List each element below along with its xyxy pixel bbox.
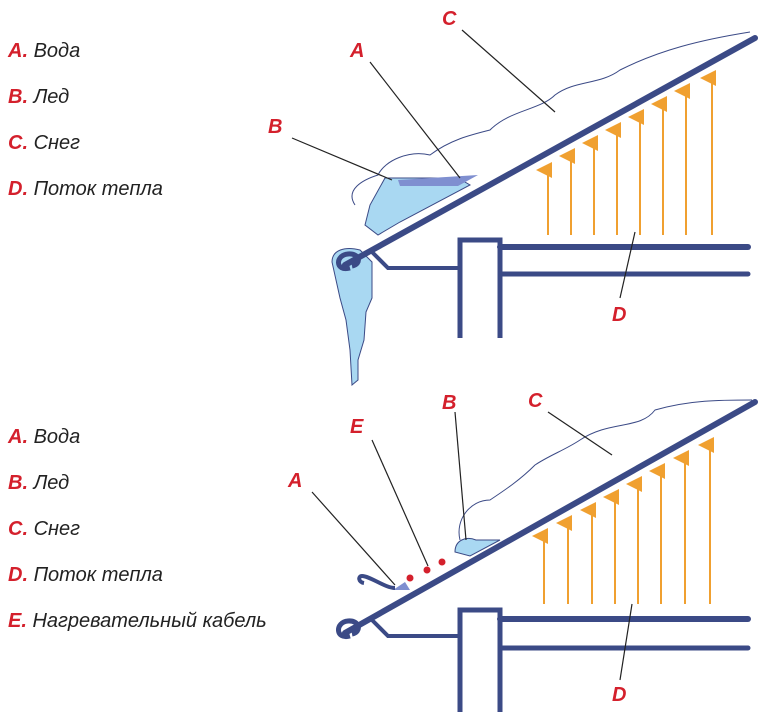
wall bbox=[457, 607, 503, 712]
legend-item-heating-cable: E. Нагревательный кабель bbox=[8, 610, 267, 632]
top-roof-diagram bbox=[291, 29, 758, 387]
water-layer bbox=[398, 175, 478, 186]
gutter bbox=[336, 618, 361, 640]
callout-snow: C bbox=[528, 390, 543, 412]
legend-item-snow: C. Снег bbox=[8, 132, 80, 154]
legend-top: A. Вода B. Лед C. Снег D. Поток тепла bbox=[8, 40, 163, 224]
snow-layer bbox=[458, 399, 753, 541]
legend-bottom: A. Вода B. Лед C. Снег D. Поток тепла E.… bbox=[8, 426, 267, 656]
icicle bbox=[331, 248, 373, 387]
gutter bbox=[336, 251, 361, 272]
callout-snow: C bbox=[442, 8, 457, 30]
ice-formation bbox=[454, 538, 501, 557]
legend-item-water: A. Вода bbox=[8, 40, 81, 62]
legend-item-heat-flow: D. Поток тепла bbox=[8, 178, 163, 200]
callout-water: A bbox=[288, 470, 303, 492]
legend-item-heat-flow: D. Поток тепла bbox=[8, 564, 163, 586]
gutter-hook bbox=[357, 573, 396, 590]
soffit bbox=[370, 618, 460, 638]
wall bbox=[457, 237, 503, 338]
legend-item-ice: B. Лед bbox=[8, 86, 70, 108]
soffit bbox=[368, 248, 460, 270]
leader-lines bbox=[291, 29, 636, 299]
callout-heat-flow: D bbox=[612, 684, 627, 706]
water-layer bbox=[393, 582, 410, 590]
legend-item-snow: C. Снег bbox=[8, 518, 80, 540]
callout-heat-flow: D bbox=[612, 304, 627, 326]
roof-slope bbox=[342, 399, 758, 636]
legend-item-ice: B. Лед bbox=[8, 472, 70, 494]
bottom-roof-diagram bbox=[311, 399, 758, 712]
callout-ice: B bbox=[442, 392, 457, 414]
heat-flow-arrows bbox=[536, 70, 716, 235]
snow-layer bbox=[351, 31, 751, 206]
heat-flow-arrows bbox=[532, 437, 714, 604]
leader-lines bbox=[311, 411, 633, 681]
roof-slope bbox=[342, 35, 758, 268]
callout-water: A bbox=[350, 40, 365, 62]
callout-ice: B bbox=[268, 116, 283, 138]
callout-heating-cable: E bbox=[350, 416, 364, 438]
legend-item-water: A. Вода bbox=[8, 426, 81, 448]
heating-cable bbox=[406, 558, 446, 582]
